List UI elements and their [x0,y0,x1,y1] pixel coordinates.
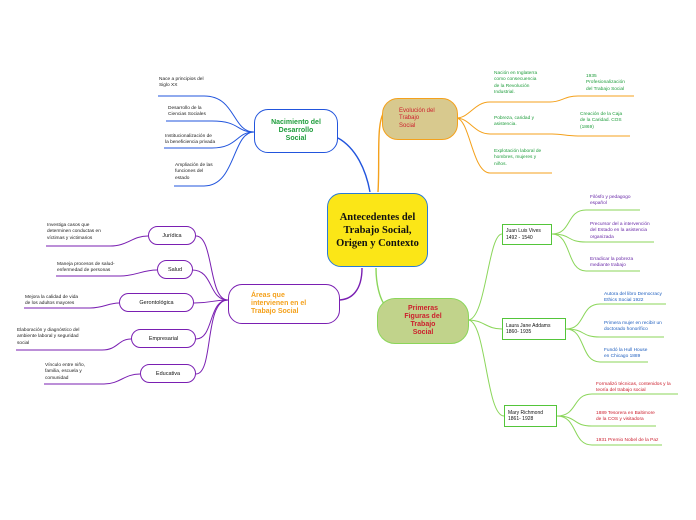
central-topic[interactable]: Antecedentes del Trabajo Social, Origen … [327,193,428,267]
addams-fact-1: Autora del libro Democracy Ethics Social… [604,292,662,304]
area-gerontologica[interactable]: Gerontológica [119,293,194,312]
area-salud-desc: Maneja procesos de salud- enfermedad de … [57,262,115,274]
area-educativa[interactable]: Educativa [140,364,196,383]
area-gerontologica-desc: Mejora la calidad de vida de los adultos… [25,295,79,307]
area-educativa-label: Educativa [155,370,181,377]
area-gerontologica-label: Gerontológica [139,299,174,306]
area-empresarial-label: Empresarial [148,335,179,342]
vives-fact-1: Filósfo y pedagogo español [590,195,631,207]
person-addams-name: Laura Jane Addams 1860- 1935 [506,322,551,336]
area-juridica-label: Jurídica [162,232,182,239]
nacimiento-item-1: Nace a principios del Siglo XX [159,77,204,89]
topic-nacimiento[interactable]: Nacimiento del Desarrollo Social [254,109,338,153]
area-juridica-desc: Investiga casos que determinen conductas… [47,223,101,241]
area-empresarial[interactable]: Empresarial [131,329,196,348]
topic-areas-label: Áreas que intervienen en el Trabajo Soci… [251,292,307,315]
vives-fact-3: Erradicar la pobreza mediante trabajo [590,257,634,269]
evolucion-subitem-1: 1935 Profesionalización del Trabajo Soci… [586,74,625,92]
evolucion-item-2: Pobreza, caridad y asistencia. [494,116,534,128]
nacimiento-item-4: Ampliación de las funciones del estado [175,163,213,181]
person-vives-name: Juan Luis Vives 1492 - 1540 [506,228,541,241]
topic-areas[interactable]: Áreas que intervienen en el Trabajo Soci… [228,284,340,324]
addams-fact-3: Fundó la Hull House en Chicago 1889 [604,348,648,360]
richmond-fact-1: Formalizó técnicas, contenidos y la teor… [596,382,671,394]
richmond-fact-2: 1889 Tesorera en Baltimore de la COS y v… [596,411,655,423]
topic-evolucion-label: Evolución del Trabajo Social [399,107,435,129]
addams-fact-2: Primera mujer en recibir un doctorado ho… [604,321,662,333]
person-richmond-name: Mary Richmond 1861- 1928 [508,409,544,423]
evolucion-subitem-2: Creación de la Caja de la Caridad. COS (… [580,112,623,130]
richmond-fact-3: 1931 Premio Nobel de la Paz [596,438,659,443]
topic-nacimiento-label: Nacimiento del Desarrollo Social [271,119,321,142]
area-juridica[interactable]: Jurídica [148,226,196,245]
nacimiento-item-3: Institucionalización de la beneficiencia… [165,134,216,146]
vives-fact-2: Precursor del a intervención del Estado … [590,222,650,240]
topic-figuras[interactable]: Primeras Figuras del Trabajo Social [377,298,469,344]
evolucion-item-1: Nación en Inglaterra como consecuencia d… [494,71,538,96]
topic-evolucion[interactable]: Evolución del Trabajo Social [382,98,458,140]
area-salud[interactable]: Salud [157,260,193,279]
person-vives[interactable]: Juan Luis Vives 1492 - 1540 [502,224,552,245]
nacimiento-item-2: Desarrollo de la Ciencias Sociales [168,106,206,118]
person-richmond[interactable]: Mary Richmond 1861- 1928 [504,405,557,427]
central-topic-title: Antecedentes del Trabajo Social, Origen … [336,211,419,249]
evolucion-item-3: Explotación laboral de hombres, mujeres … [494,149,542,167]
area-educativa-desc: Vínculo entre niño, familia, escuela y c… [45,363,86,381]
topic-figuras-label: Primeras Figuras del Trabajo Social [404,305,442,336]
area-empresarial-desc: Elaboración y diagnóstico del ambiente l… [17,328,80,346]
area-salud-label: Salud [167,266,183,273]
person-addams[interactable]: Laura Jane Addams 1860- 1935 [502,318,566,340]
